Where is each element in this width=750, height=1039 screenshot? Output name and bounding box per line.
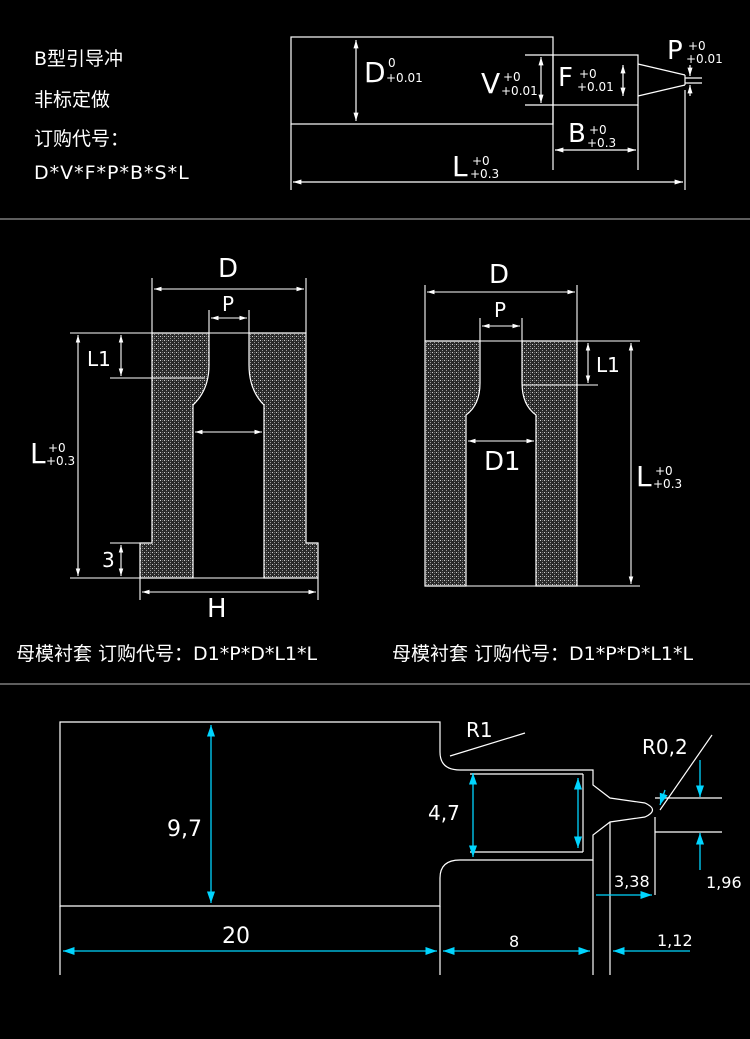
order-code: D*V*F*P*B*S*L [34, 162, 190, 184]
v-tol-top: +0 [503, 70, 521, 84]
p-label: P [667, 36, 683, 66]
right-l-label: L [636, 460, 652, 493]
r1-label: R1 [466, 718, 493, 742]
left-h-label: H [207, 594, 227, 624]
v-label: V [481, 67, 501, 100]
len8-label: 8 [509, 932, 520, 951]
len112-label: 1,12 [657, 931, 693, 950]
left-l1-label: L1 [87, 347, 111, 371]
left-l-tol-bottom: +0.3 [46, 454, 76, 468]
f-label: F [558, 63, 573, 93]
right-p-label: P [494, 298, 507, 322]
p-tol-bottom: +0.01 [686, 52, 723, 66]
len20-label: 20 [222, 924, 250, 949]
l-label: L [452, 150, 468, 183]
bushing-left-drawing [70, 278, 319, 600]
right-d-label: D [489, 260, 510, 290]
right-l-tol-top: +0 [655, 464, 673, 478]
left-l-tol-top: +0 [48, 441, 66, 455]
f-tol-top: +0 [579, 67, 597, 81]
dim338-label: 3,38 [614, 872, 650, 891]
product-subtitle: 非标定做 [34, 89, 111, 111]
d-tol-bottom: +0.01 [386, 71, 423, 85]
h97-label: 9,7 [167, 817, 202, 842]
b-tol-top: +0 [589, 123, 607, 137]
d-tol-top: 0 [388, 56, 396, 70]
dim196-label: 1,96 [706, 873, 742, 892]
left-d-label: D [218, 254, 239, 284]
h47-label: 4,7 [428, 801, 460, 825]
order-label: 订购代号： [34, 128, 130, 150]
l-tol-top: +0 [472, 154, 490, 168]
left-caption: 母模衬套 订购代号：D1*P*D*L1*L [16, 643, 318, 665]
left-l-label: L [30, 437, 46, 470]
f-tol-bottom: +0.01 [577, 80, 614, 94]
right-l-tol-bottom: +0.3 [653, 477, 683, 491]
dimension-drawing [59, 721, 722, 975]
b-tol-bottom: +0.3 [587, 136, 617, 150]
l-tol-bottom: +0.3 [470, 167, 500, 181]
product-title: B型引导冲 [34, 48, 124, 70]
v-tol-bottom: +0.01 [501, 84, 538, 98]
bushing-right-drawing [424, 285, 640, 587]
right-l1-label: L1 [596, 353, 620, 377]
p-tol-top: +0 [688, 39, 706, 53]
left-p-label: P [222, 292, 235, 316]
d-label: D [364, 56, 386, 89]
r02-label: R0,2 [642, 735, 688, 759]
punch-drawing [290, 36, 702, 190]
b-label: B [568, 119, 586, 149]
right-caption: 母模衬套 订购代号：D1*P*D*L1*L [392, 643, 694, 665]
left-3-label: 3 [102, 548, 115, 572]
right-d1-label: D1 [484, 447, 521, 477]
